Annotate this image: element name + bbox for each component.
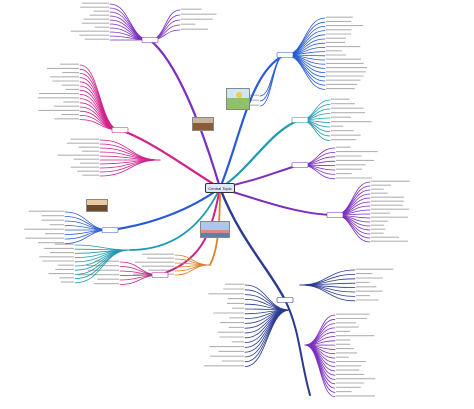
branch-node[interactable] — [276, 52, 294, 58]
landscape-photo — [226, 88, 250, 110]
branch-orange — [209, 187, 221, 266]
sea-photo — [200, 221, 230, 238]
branch-top-left — [148, 38, 222, 190]
central-topic[interactable]: Central Topic — [205, 183, 235, 193]
leaf-b3-twig — [304, 344, 336, 398]
leaf-b2-twig — [244, 309, 291, 363]
leaf-lb2-twig — [74, 249, 131, 284]
branch-node[interactable] — [111, 127, 129, 133]
leaf-b3-twig — [304, 323, 336, 346]
leaf-tl-twig — [109, 19, 151, 41]
leaf-o-twig — [174, 264, 211, 276]
desert-photo — [86, 199, 108, 212]
leaf-lm2-twig — [99, 139, 161, 161]
branch-node[interactable] — [141, 37, 159, 43]
leaf-b2-twig — [244, 309, 291, 329]
branch-node[interactable] — [326, 212, 344, 218]
leaf-b1-twig — [299, 284, 356, 302]
leaf-b3-twig — [304, 344, 336, 393]
leaf-tr-twig — [284, 54, 326, 78]
leaf-b1-twig — [299, 269, 356, 286]
branch-node[interactable] — [101, 227, 119, 233]
branch-right-lower — [219, 187, 336, 216]
leaf-tl2-twig — [149, 19, 181, 41]
leaf-tl2-twig — [149, 9, 181, 41]
leaf-rl-twig — [334, 214, 371, 243]
branch-right-mid — [218, 118, 302, 190]
branch-node[interactable] — [151, 272, 169, 278]
branch-bottom — [218, 186, 287, 302]
field-photo — [192, 117, 214, 131]
leaf-rl-twig — [334, 193, 371, 216]
branch-left-teal — [129, 187, 221, 251]
branch-lower-left — [159, 187, 221, 276]
leaf-b2-twig — [244, 309, 291, 367]
branch-left-blue — [108, 186, 222, 232]
leaf-tl2-twig — [149, 14, 181, 41]
branch-node[interactable] — [276, 297, 294, 303]
branch-top-right — [218, 53, 287, 190]
leaf-lm-twig — [79, 73, 121, 131]
branch-node[interactable] — [291, 117, 309, 123]
leaf-tr-twig — [284, 26, 326, 56]
leaf-lb2-twig — [74, 249, 131, 267]
branch-bottom-2 — [284, 299, 311, 396]
branch-node[interactable] — [291, 162, 309, 168]
leaf-b1-twig — [299, 284, 356, 297]
leaf-lm2-twig — [99, 159, 161, 177]
branch-left-mid — [118, 128, 222, 190]
